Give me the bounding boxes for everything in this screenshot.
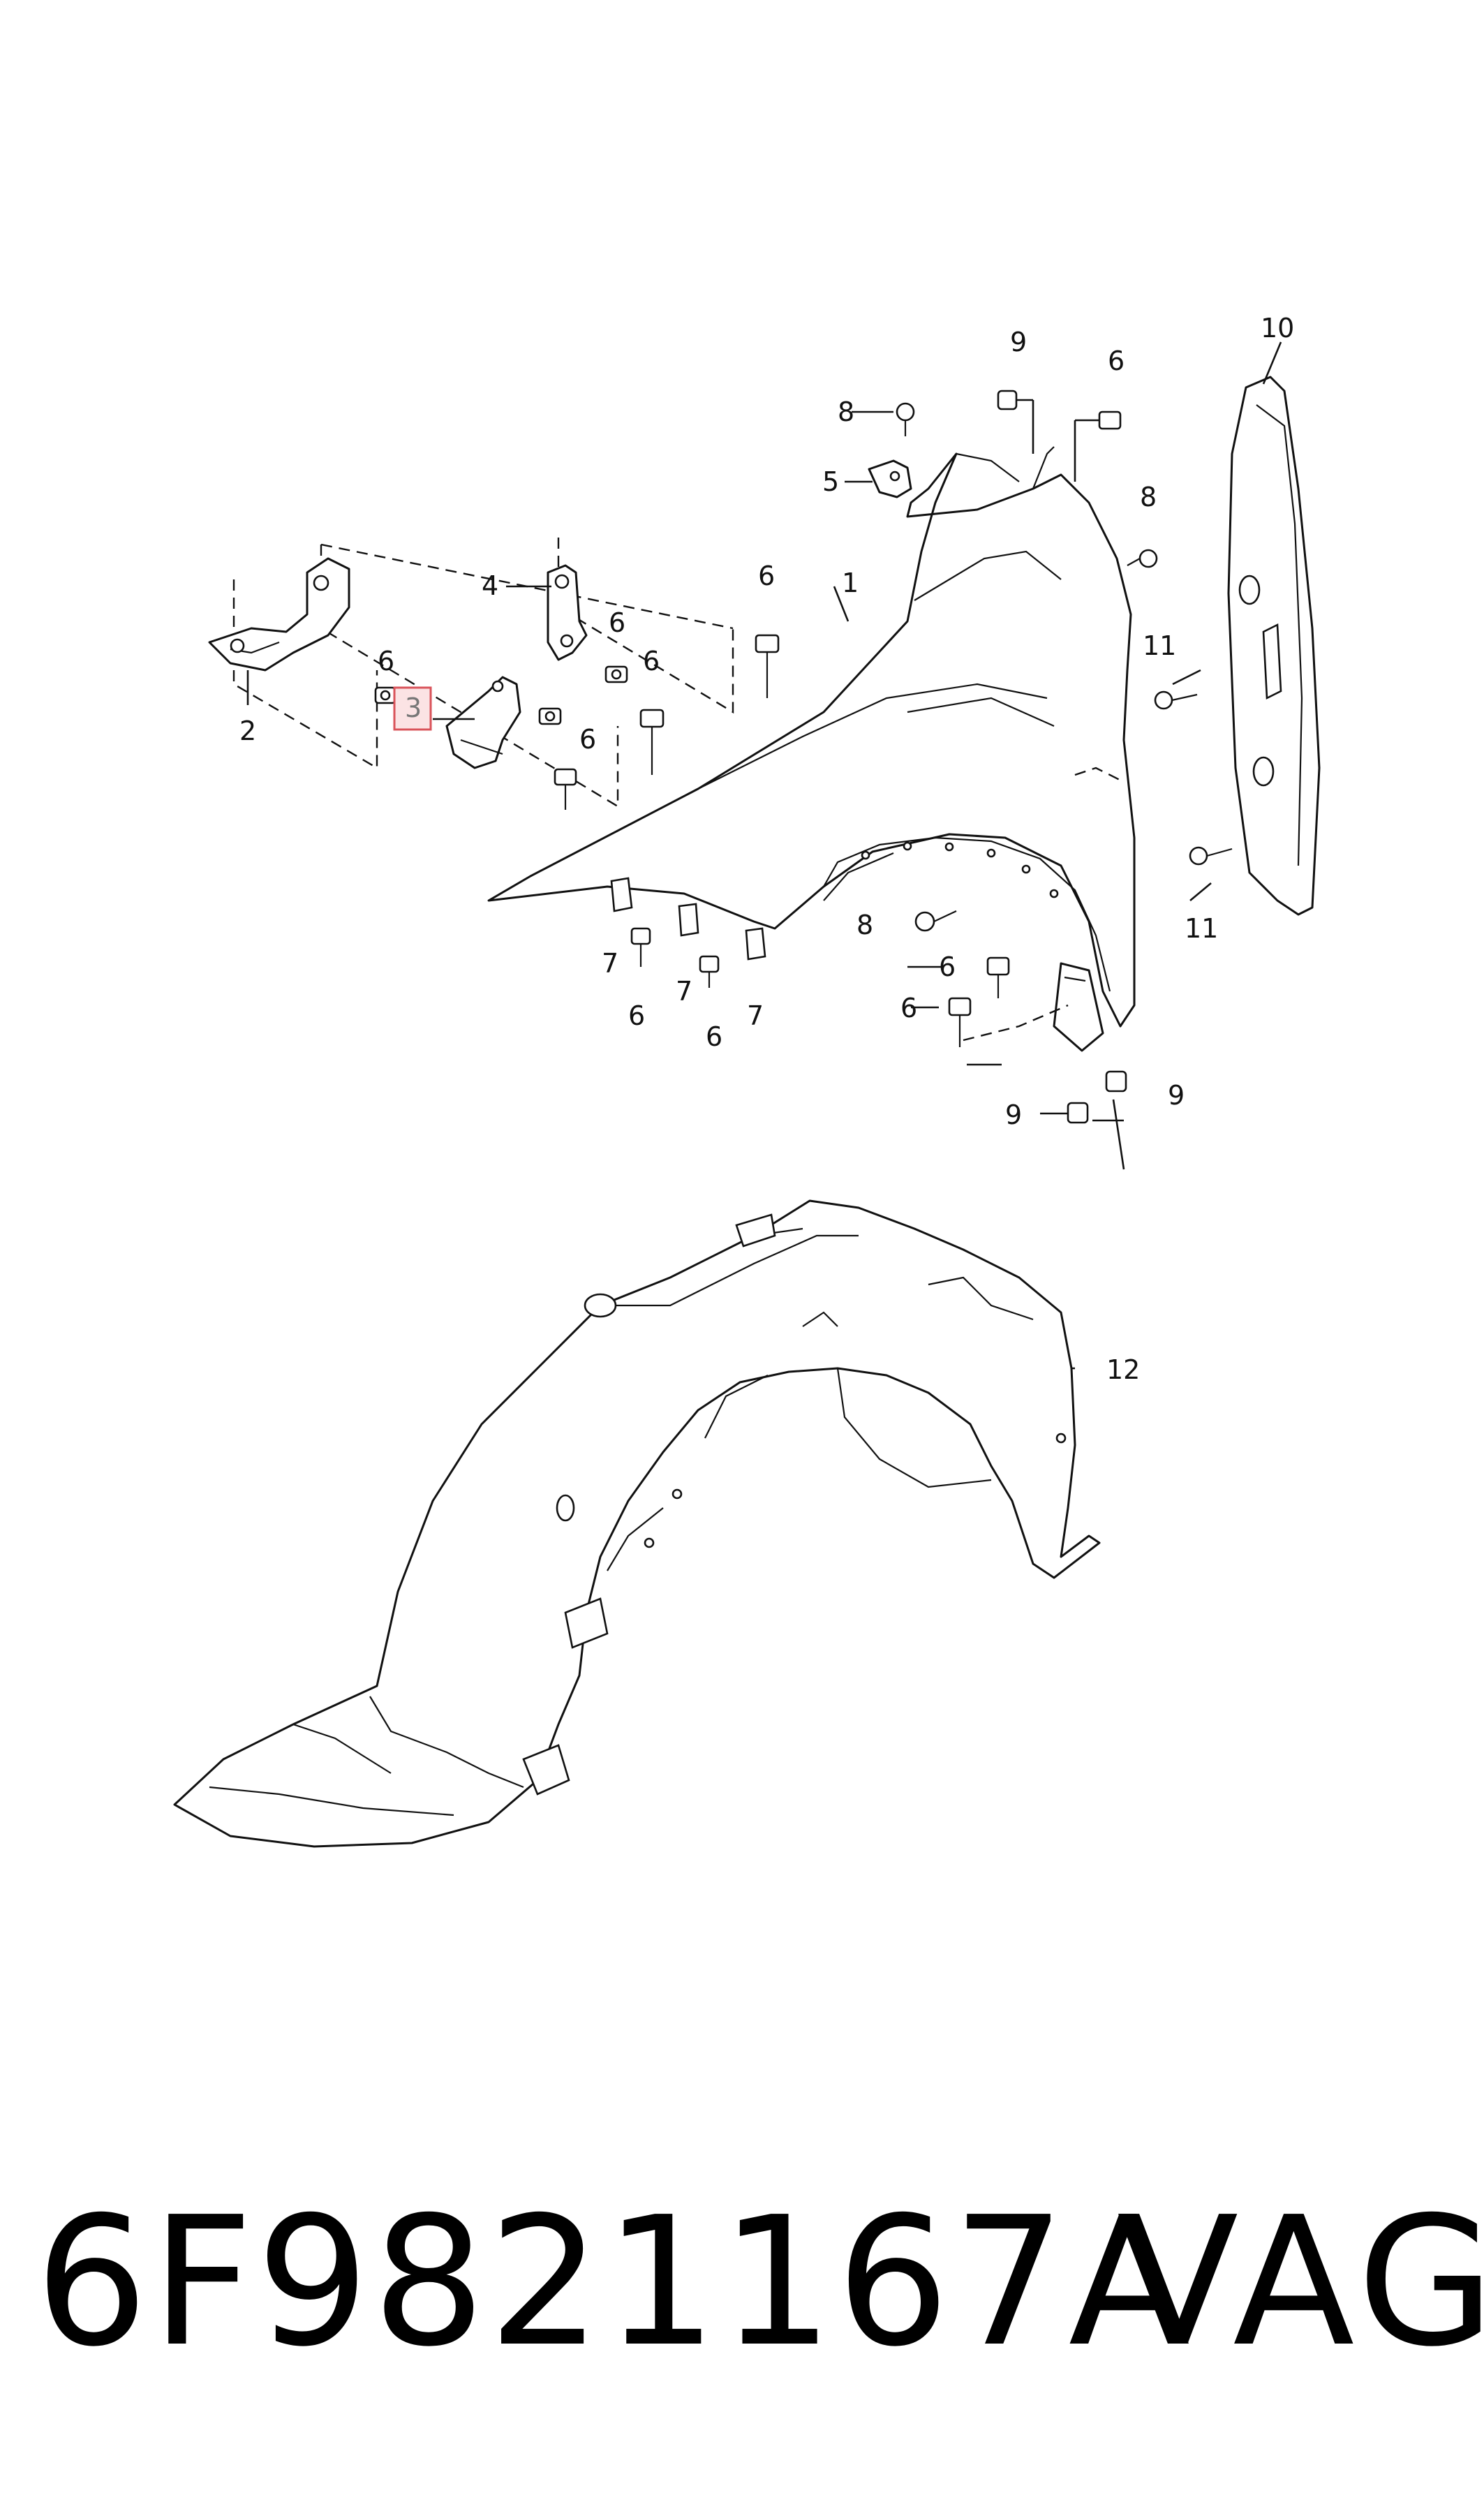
callout-7: 7 <box>602 948 618 979</box>
callout-9: 9 <box>1168 1080 1185 1111</box>
callout-6: 6 <box>939 952 956 982</box>
clip-7 <box>610 877 633 912</box>
screw-11 <box>1154 690 1198 710</box>
screw-11 <box>1189 846 1233 866</box>
clip-7 <box>678 903 699 937</box>
bracket-4 <box>547 564 588 661</box>
callout-9: 9 <box>1005 1100 1022 1130</box>
callout-11: 11 <box>1143 630 1176 661</box>
callout-4: 4 <box>482 570 498 601</box>
callout-3-highlight <box>393 686 432 731</box>
callout-6: 6 <box>378 646 394 676</box>
callout-8: 8 <box>1140 482 1157 512</box>
callout-6: 6 <box>579 724 596 755</box>
callout-6: 6 <box>706 1021 722 1052</box>
bolt-6 <box>1074 410 1122 482</box>
fasteners <box>374 390 1233 1124</box>
bolt-6 <box>699 955 720 988</box>
nut-9 <box>1105 1070 1127 1093</box>
nut-9 <box>997 390 1034 454</box>
screw-8 <box>1127 549 1158 568</box>
bolt-6 <box>554 768 577 810</box>
wheel-arch-liner <box>173 1199 1101 1848</box>
callout-8: 8 <box>838 397 854 427</box>
screw-8 <box>896 402 915 436</box>
bolt-6 <box>986 956 1010 998</box>
bolt-6 <box>630 927 651 967</box>
callout-6: 6 <box>609 607 625 638</box>
callout-6: 6 <box>758 561 775 591</box>
bolt-6 <box>948 997 972 1047</box>
fender-panel <box>487 446 1136 1052</box>
plate-10 <box>1227 376 1321 916</box>
callout-6: 6 <box>900 993 917 1023</box>
footer: 6F9821167A VAG <box>28 2178 1484 2388</box>
bolt-6 <box>374 686 396 704</box>
callout-1: 1 <box>842 568 859 598</box>
clip-7 <box>745 927 766 961</box>
clip-5 <box>868 459 912 498</box>
callout-12: 12 <box>1106 1354 1140 1385</box>
callout-2: 2 <box>239 716 256 746</box>
callout-10: 10 <box>1261 313 1294 343</box>
callout-7: 7 <box>747 1000 764 1031</box>
callout-6: 6 <box>628 1000 645 1031</box>
bolt-6 <box>755 634 780 698</box>
bracket-2 <box>208 557 350 672</box>
brand-name: VAG <box>1117 2179 1484 2386</box>
callout-11: 11 <box>1185 913 1218 944</box>
bolt-6 <box>604 665 628 683</box>
bolt-6 <box>538 707 562 725</box>
callout-6: 6 <box>643 646 660 676</box>
callout-5: 5 <box>822 466 839 497</box>
bolt-6 <box>639 709 665 775</box>
screw-8 <box>914 910 957 932</box>
callout-8: 8 <box>856 910 873 940</box>
callout-6: 6 <box>1108 346 1125 376</box>
part-number: 6F9821167A <box>35 2179 1194 2386</box>
wheel-arch-holes <box>861 841 1059 898</box>
callout-labels: 1 2 3 4 5 6 6 6 6 6 6 6 6 6 6 7 7 7 8 8 … <box>239 313 1294 1385</box>
callout-3: 3 <box>405 693 422 723</box>
callout-9: 9 <box>1010 327 1027 357</box>
callout-7: 7 <box>676 976 692 1007</box>
bracket-3 <box>445 676 521 769</box>
nut-9 <box>1067 1102 1089 1124</box>
